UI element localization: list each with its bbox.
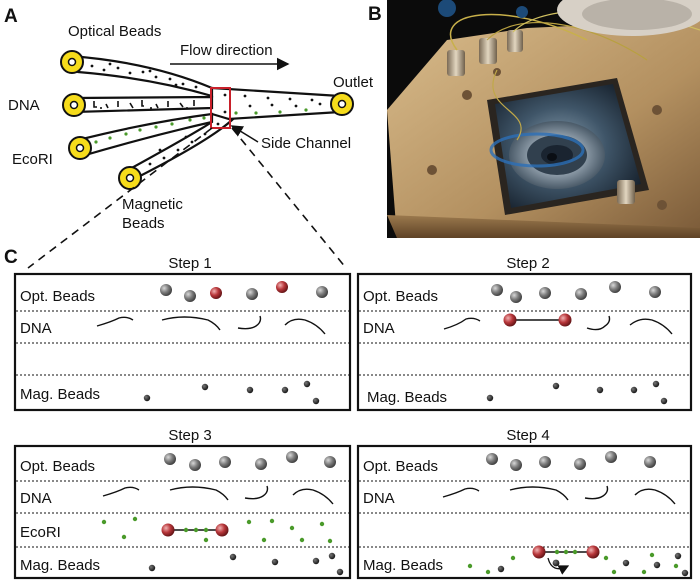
step-1-row-opt-beads: Opt. Beads [20, 288, 95, 305]
label-side-channel: Side Channel [261, 135, 351, 152]
step-2-row-mag-beads: Mag. Beads [367, 389, 447, 406]
optical-inlet-channel [68, 54, 214, 98]
step-3-row-ecori: EcoRI [20, 524, 61, 541]
step-4-dna-strands [442, 485, 676, 505]
main-channel [211, 86, 350, 122]
step-2-row-opt-beads: Opt. Beads [363, 288, 438, 305]
label-beads: Beads [122, 215, 165, 232]
optical-bead-particles [90, 62, 314, 102]
step-1-optical-beads [160, 281, 328, 302]
highlight-box [210, 87, 231, 129]
dna-particles [93, 100, 195, 109]
label-flow-direction: Flow direction [180, 42, 273, 59]
step-3-dna-strands [102, 485, 334, 505]
side-channel-pointer-icon [230, 125, 259, 143]
step-4-tether-with-mag-bead [532, 545, 600, 575]
step-1-mag-beads [143, 380, 320, 405]
step-2-optical-beads [491, 281, 661, 303]
step-1-title: Step 1 [168, 255, 211, 272]
step-2-panel: Step 2 Opt. Beads DNA Mag. Beads [356, 255, 693, 412]
step-3-row-opt-beads: Opt. Beads [20, 458, 95, 475]
step-1-row-dna: DNA [20, 320, 52, 337]
panel-label-a: A [4, 6, 18, 27]
outlet-port [330, 92, 354, 116]
step-4-row-mag-beads: Mag. Beads [363, 557, 443, 574]
capture-arrow-icon [547, 557, 570, 575]
step-4-title: Step 4 [506, 427, 549, 444]
step-3-title: Step 3 [168, 427, 211, 444]
zoom-line-left [27, 127, 213, 269]
step-3-panel: Step 3 Opt. Beads DNA EcoRI Mag. Beads [13, 427, 352, 580]
magnetic-bead-particles [148, 102, 322, 166]
step-1-panel: Step 1 Opt. Beads DNA Mag. Beads [13, 255, 352, 412]
step-4-panel: Step 4 Opt. Beads DNA Mag. Beads [356, 427, 693, 580]
dna-port [62, 93, 86, 117]
step-4-row-dna: DNA [363, 490, 395, 507]
step-2-dna-strands [443, 315, 673, 335]
label-magnetic: Magnetic [122, 196, 183, 213]
ecori-particles [94, 108, 308, 144]
device-photo [387, 0, 700, 238]
step-3-ecori-dots [101, 516, 333, 544]
step-2-row-dna: DNA [363, 320, 395, 337]
label-dna: DNA [8, 97, 40, 114]
label-outlet: Outlet [333, 74, 374, 91]
label-ecori: EcoRI [12, 151, 53, 168]
panel-label-b: B [368, 4, 382, 25]
step-3-optical-beads [164, 451, 336, 471]
step-4-optical-beads [486, 451, 656, 471]
optical-beads-port [60, 50, 84, 74]
step-3-row-dna: DNA [20, 490, 52, 507]
step-3-mag-beads [148, 552, 344, 576]
step-2-mag-beads [486, 380, 668, 405]
zoom-line-right [231, 127, 347, 269]
magnetic-beads-port [118, 166, 142, 190]
step-2-dna-tether [503, 313, 572, 327]
channel-schematic [27, 50, 354, 269]
step-4-row-opt-beads: Opt. Beads [363, 458, 438, 475]
step-1-row-mag-beads: Mag. Beads [20, 386, 100, 403]
step-2-title: Step 2 [506, 255, 549, 272]
panel-label-c: C [4, 247, 18, 268]
label-optical-beads: Optical Beads [68, 23, 161, 40]
ecori-port [68, 136, 92, 160]
step-1-dna-strands [96, 315, 326, 335]
step-3-row-mag-beads: Mag. Beads [20, 557, 100, 574]
step-4-ecori-dots [467, 552, 679, 575]
step-4-mag-beads [497, 552, 689, 577]
device-photo-drawing [387, 0, 700, 238]
